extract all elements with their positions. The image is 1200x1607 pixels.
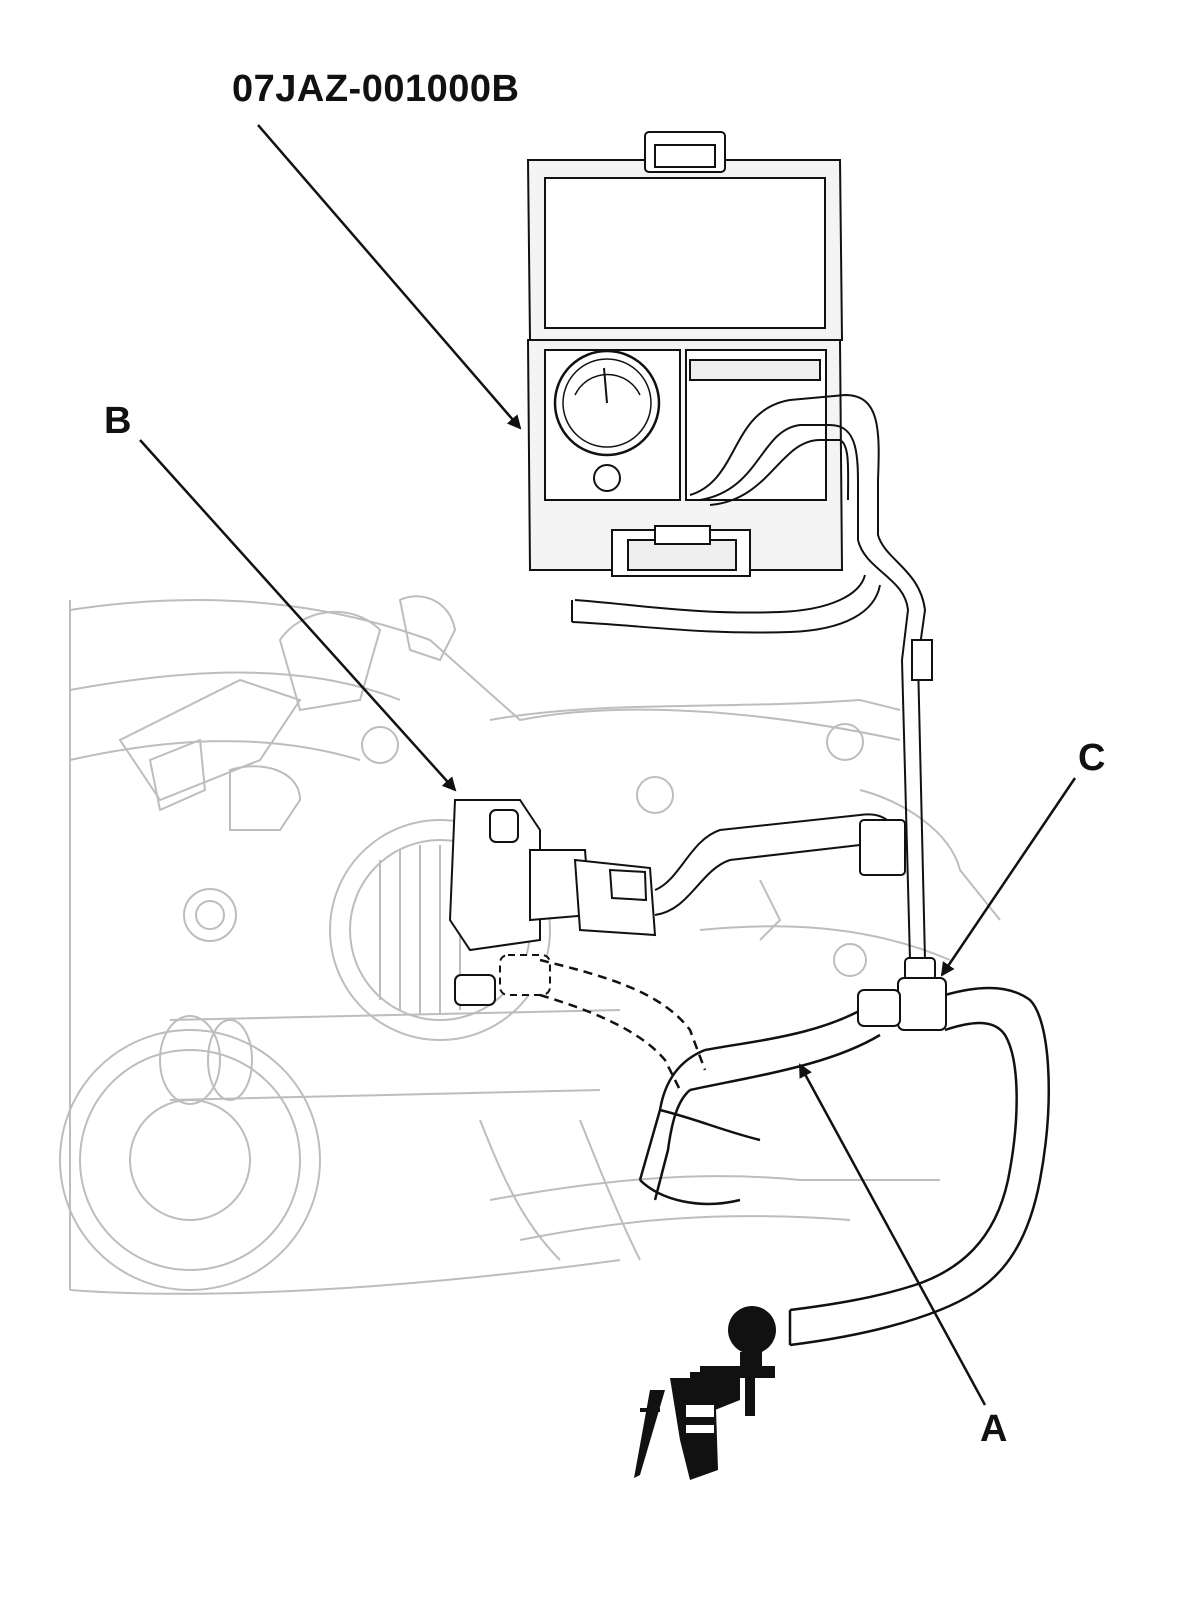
callout-label-a: A	[980, 1408, 1008, 1450]
callout-label-b: B	[104, 400, 132, 442]
tester-hoses	[571, 393, 933, 961]
pressure-gauge-icon	[553, 349, 661, 492]
arrow-icon	[139, 439, 457, 792]
tool-number-label: 07JAZ-001000B	[232, 68, 520, 110]
purge-valve	[448, 799, 906, 1091]
arrow-icon	[257, 124, 522, 430]
callout-label-c: C	[1078, 737, 1106, 779]
tester-case-icon	[526, 131, 844, 577]
leader-arrows	[139, 124, 1077, 1406]
tee-fitting-c	[857, 957, 947, 1031]
hand-vacuum-pump-icon	[634, 1306, 776, 1480]
arrow-icon	[798, 1063, 987, 1406]
engine-background	[59, 595, 1001, 1295]
arrow-icon	[940, 777, 1077, 977]
evap-hose-a	[638, 986, 1050, 1347]
